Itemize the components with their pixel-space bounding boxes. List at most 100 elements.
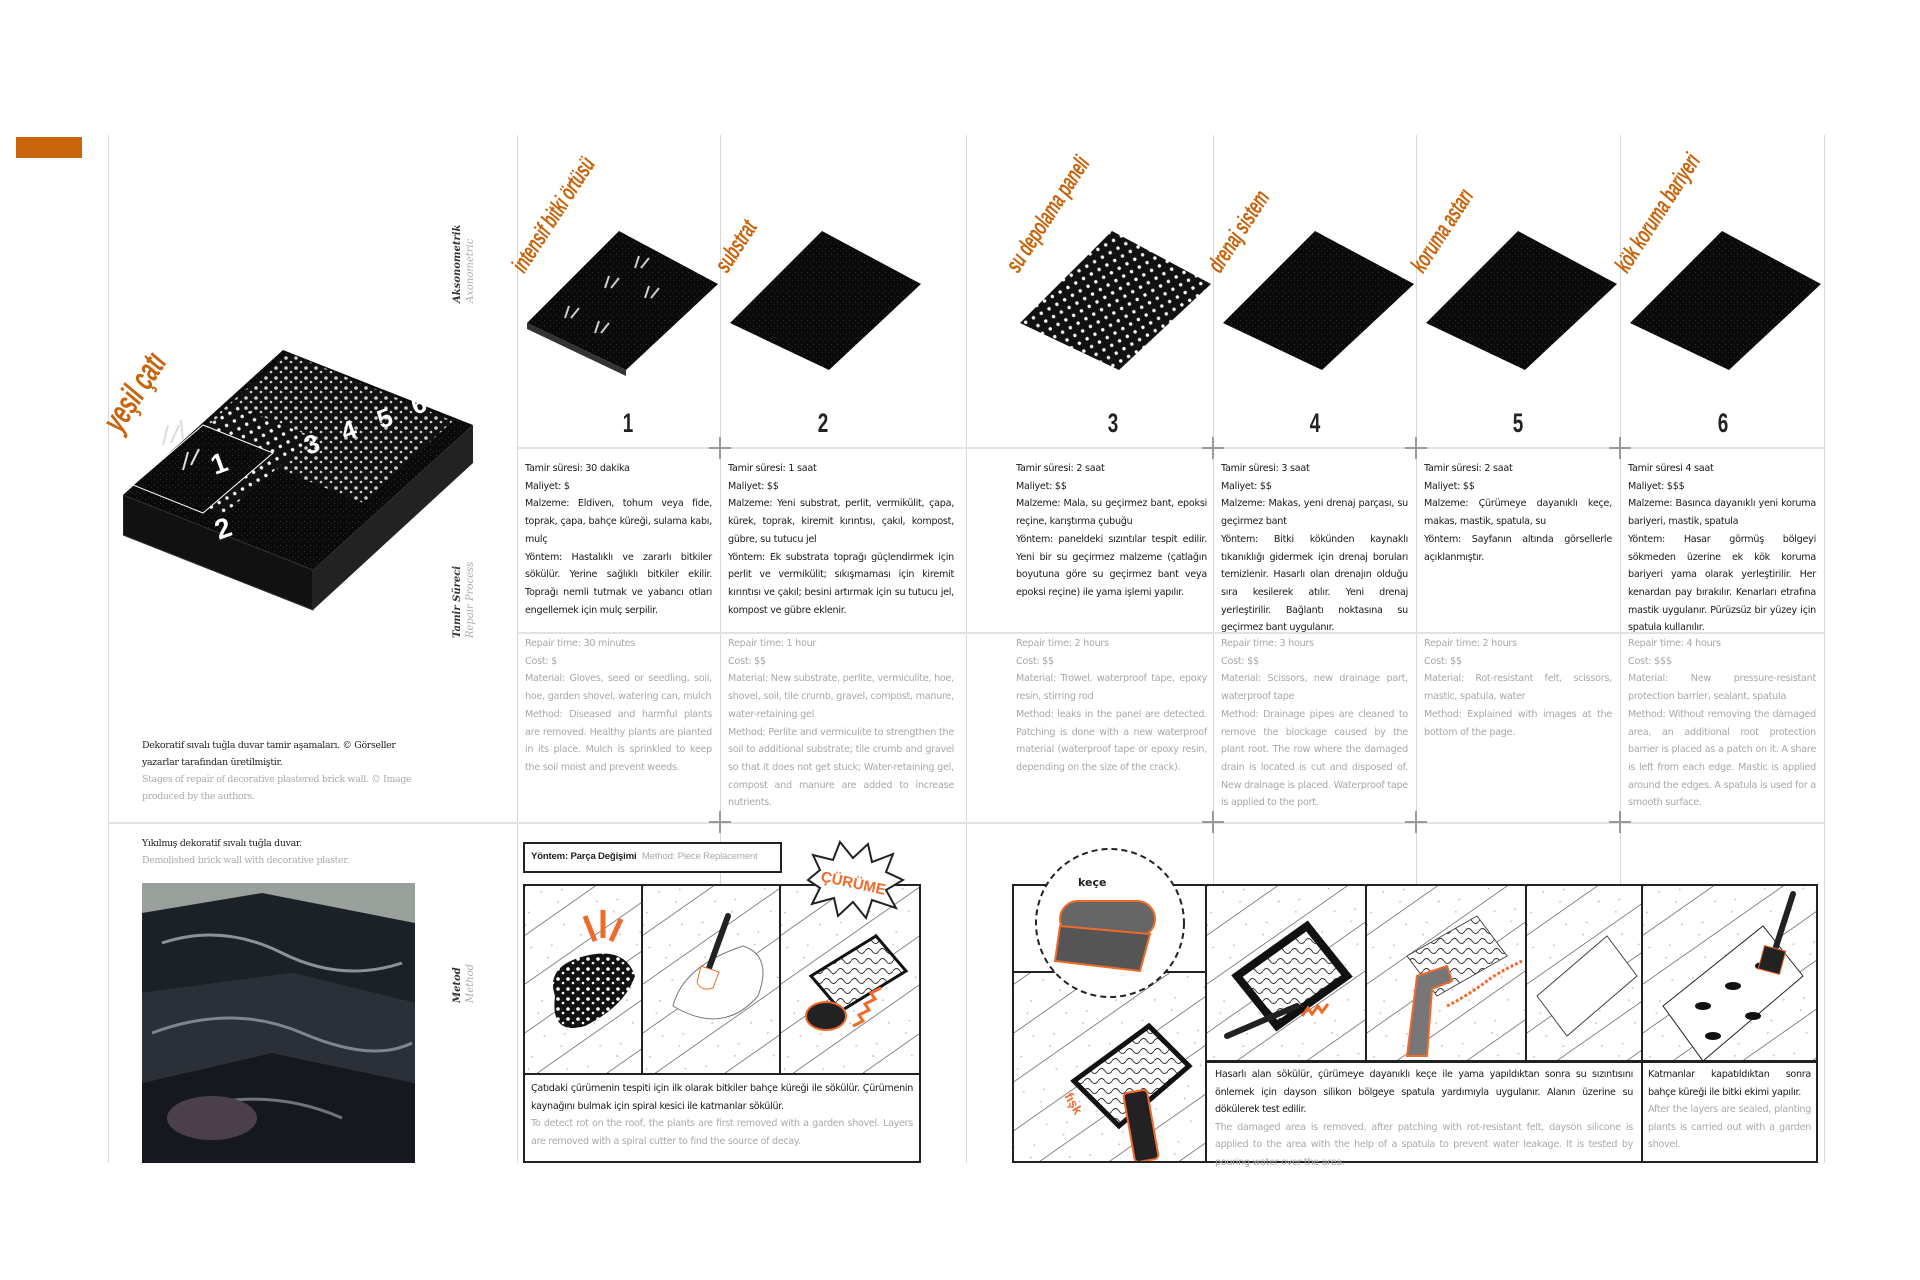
- repair-line: Malzeme: Çürümeye dayanıklı keçe, makas,…: [1424, 498, 1612, 528]
- repair-line: Tamir süresi: 1 saat: [728, 463, 817, 474]
- caption-en: To detect rot on the roof, the plants ar…: [531, 1118, 913, 1147]
- repair-line: Repair time: 30 minutes: [525, 638, 636, 649]
- method-right-caption: Hasarlı alan sökülür, çürümeye dayanıklı…: [1215, 1066, 1633, 1171]
- comic-panel-remove-plants: [523, 884, 643, 1075]
- row-divider: [517, 632, 1824, 634]
- repair-line: Yöntem: Hastalıklı ve zararlı bitkiler s…: [525, 551, 712, 616]
- repair-line: Method: leaks in the panel are detected.…: [1016, 708, 1207, 773]
- row-divider: [108, 822, 1824, 824]
- crosshair-mark: [1609, 811, 1631, 833]
- repair-line: Method: Without removing the damaged are…: [1628, 708, 1816, 809]
- layer-number: 2: [817, 408, 829, 438]
- repair-line: Repair time: 4 hours: [1628, 638, 1721, 649]
- caption-tr: Çatıdaki çürümenin tespiti için ilk olar…: [531, 1083, 913, 1112]
- method-header-en: Method: Piece Replacement: [641, 851, 758, 862]
- column-divider: [1213, 135, 1214, 1163]
- caption-en: The damaged area is removed, after patch…: [1215, 1121, 1633, 1168]
- label-en: Method: [465, 963, 476, 1003]
- method-header-tr: Yöntem: Parça Değişimi: [531, 851, 637, 862]
- repair-line: Material: Trowel, waterproof tape, epoxy…: [1016, 673, 1207, 703]
- green-roof-axonometric: 1 2 3 4 5 6: [123, 350, 473, 611]
- crosshair-mark: [1202, 811, 1224, 833]
- crosshair-mark: [709, 811, 731, 833]
- method-final-caption: Katmanlar kapatıldıktan sonra bahçe küre…: [1648, 1066, 1811, 1154]
- repair-line: Material: New substrate, perlite, vermic…: [728, 673, 954, 720]
- demolished-roof-photo: [142, 883, 415, 1163]
- repair-line: Yöntem: Ek substrata toprağı güçlendirme…: [728, 551, 954, 616]
- layer-tile-1: [527, 231, 718, 376]
- repair-line: Method: Explained with images at the bot…: [1424, 708, 1612, 738]
- repair-line: Yöntem: paneldeki sızıntılar tespit edil…: [1016, 533, 1207, 598]
- column-divider: [720, 135, 721, 1163]
- comic-panel-water-test: [1365, 884, 1527, 1062]
- repair-line: Repair time: 3 hours: [1221, 638, 1314, 649]
- repair-line: Tamir süresi: 2 saat: [1016, 463, 1105, 474]
- repair-line: Maliyet: $$: [1424, 480, 1475, 492]
- column-divider: [108, 135, 109, 1163]
- layer-tile-5: [1426, 231, 1617, 370]
- caption-tr: Hasarlı alan sökülür, çürümeye dayanıklı…: [1215, 1069, 1633, 1115]
- caption-stages: Dekoratif sıvalı tuğla duvar tamir aşama…: [142, 737, 420, 805]
- method-header-box: Yöntem: Parça Değişimi Method: Piece Rep…: [523, 842, 782, 873]
- caption-divider: [1205, 1061, 1818, 1063]
- caption-en: After the layers are sealed, planting pl…: [1648, 1104, 1811, 1150]
- crosshair-mark: [1202, 437, 1224, 459]
- caption-tr: Dekoratif sıvalı tuğla duvar tamir aşama…: [142, 740, 396, 768]
- repair-line: Yöntem: Sayfanın altında görsellerle açı…: [1424, 533, 1612, 563]
- repair-line: Tamir süresi: 2 saat: [1424, 463, 1513, 474]
- repair-line: Method: Diseased and harmful plants are …: [525, 708, 712, 773]
- repair-line: Maliyet: $$: [728, 480, 779, 492]
- method-left-caption: Çatıdaki çürümenin tespiti için ilk olar…: [531, 1080, 913, 1150]
- row-divider: [517, 447, 1824, 449]
- repair-line: Maliyet: $$$: [1628, 480, 1685, 492]
- repair-line: Cost: $$: [1221, 655, 1259, 667]
- repair-line: Material: New pressure-resistant protect…: [1628, 673, 1816, 703]
- comic-panel-silicone: [1205, 884, 1367, 1062]
- column-divider: [966, 135, 967, 1163]
- repair-line: Tamir süresi: 30 dakika: [525, 463, 630, 474]
- label-tr: Metod: [452, 967, 463, 1003]
- column-divider: [1416, 135, 1417, 1163]
- repair-line: Material: Gloves, seed or seedling, soil…: [525, 673, 712, 703]
- repair-line: Malzeme: Makas, yeni drenaj parçası, su …: [1221, 498, 1408, 528]
- caption-divider: [1641, 1062, 1643, 1163]
- burst-icon: ÇÜRÜME: [806, 840, 906, 920]
- column-divider: [517, 135, 518, 1163]
- comic-panel-spiral-cutter: [779, 884, 921, 1075]
- repair-line: Yöntem: Bitki kökünden kaynaklı tıkanıkl…: [1221, 533, 1408, 634]
- label-en: Axonometric: [465, 238, 476, 303]
- repair-line: Yöntem: Hasar görmüş bölgeyi sökmeden üz…: [1628, 533, 1816, 634]
- crosshair-mark: [1609, 437, 1631, 459]
- accent-bar: [16, 137, 82, 158]
- label-tr: Aksonometrik: [452, 224, 463, 304]
- layer-tile-2: [730, 231, 921, 370]
- layer-number: 1: [622, 408, 634, 438]
- repair-line: Cost: $$$: [1628, 655, 1672, 667]
- layer-tile-6: [1630, 231, 1821, 370]
- crosshair-mark: [1405, 811, 1427, 833]
- caption-photo: Yıkılmış dekoratif sıvalı tuğla duvar. D…: [142, 835, 420, 869]
- layer-tile-4: [1223, 231, 1414, 370]
- repair-line: Tamir süresi 4 saat: [1628, 463, 1714, 474]
- repair-line: Cost: $$: [728, 655, 766, 667]
- repair-line: Tamir süresi: 3 saat: [1221, 463, 1310, 474]
- caption-tr: Katmanlar kapatıldıktan sonra bahçe küre…: [1648, 1069, 1811, 1098]
- repair-line: Malzeme: Eldiven, tohum veya fide, topra…: [525, 498, 712, 545]
- repair-line: Repair time: 1 hour: [728, 638, 817, 649]
- repair-line: Malzeme: Yeni substrat, perlit, vermikül…: [728, 498, 954, 545]
- repair-line: Maliyet: $: [525, 480, 570, 492]
- felt-roll-inset: keçe: [1035, 848, 1185, 998]
- repair-line: Repair time: 2 hours: [1424, 638, 1517, 649]
- repair-line: Repair time: 2 hours: [1016, 638, 1109, 649]
- repair-line: Cost: $: [525, 655, 557, 667]
- caption-en: Stages of repair of decorative plastered…: [142, 774, 412, 802]
